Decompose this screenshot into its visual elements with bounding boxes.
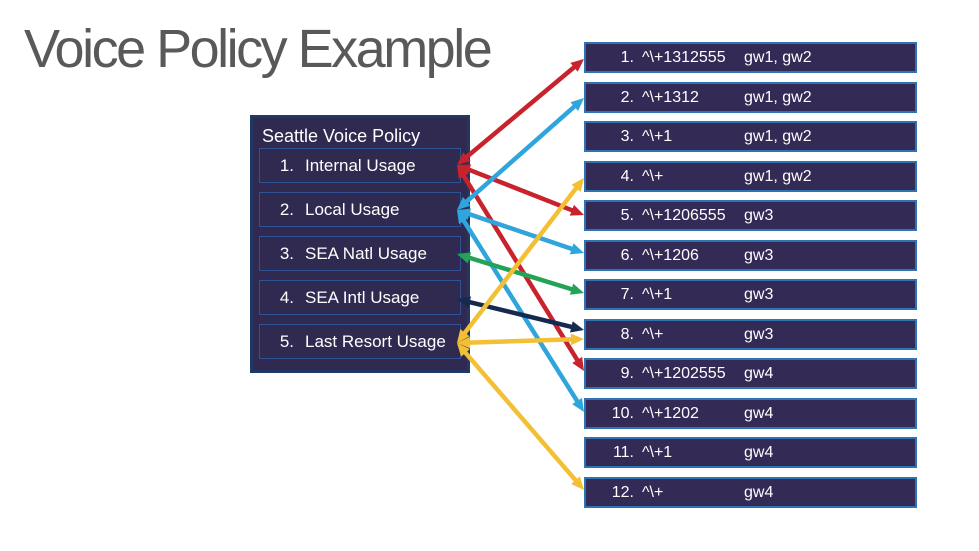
route-gateways: gw3 <box>744 246 774 264</box>
route-pattern: ^\+ <box>642 325 664 343</box>
route-gateways: gw4 <box>744 483 774 501</box>
route-number: 3. <box>620 127 634 145</box>
policy-item-number: 4. <box>279 287 294 307</box>
policy-item-label: SEA Natl Usage <box>305 243 427 263</box>
policy-item-list: 1. Internal Usage 2. Local Usage 3. SEA Natl … <box>259 148 461 359</box>
route-gateways: gw3 <box>744 325 774 343</box>
route-row: 4. ^\+ gw1, gw2 <box>584 161 917 192</box>
policy-item: 5. Last Resort Usage <box>259 324 461 359</box>
route-pattern: ^\+ <box>642 483 664 501</box>
route-row: 11. ^\+1 gw4 <box>584 437 917 468</box>
route-gateways: gw1, gw2 <box>744 48 812 66</box>
route-gateways: gw1, gw2 <box>744 127 812 145</box>
route-row: 8. ^\+ gw3 <box>584 319 917 350</box>
route-pattern: ^\+1 <box>642 127 673 145</box>
policy-item: 2. Local Usage <box>259 192 461 227</box>
policy-item: 4. SEA Intl Usage <box>259 280 461 315</box>
route-pattern: ^\+1 <box>642 285 673 303</box>
policy-item: 3. SEA Natl Usage <box>259 236 461 271</box>
route-row: 1. ^\+1312555 gw1, gw2 <box>584 42 917 73</box>
route-number: 12. <box>611 483 634 501</box>
route-number: 6. <box>620 246 634 264</box>
route-pattern: ^\+1312 <box>642 88 699 106</box>
route-pattern: ^\+1 <box>642 443 673 461</box>
route-row: 9. ^\+1202555 gw4 <box>584 358 917 389</box>
route-row: 5. ^\+1206555 gw3 <box>584 200 917 231</box>
route-gateways: gw1, gw2 <box>744 167 812 185</box>
policy-item-label: SEA Intl Usage <box>305 287 420 307</box>
route-row: 7. ^\+1 gw3 <box>584 279 917 310</box>
policy-item-number: 1. <box>279 155 294 175</box>
policy-item-label: Local Usage <box>305 199 400 219</box>
route-gateways: gw4 <box>744 443 774 461</box>
route-pattern: ^\+1312555 <box>642 48 726 66</box>
policy-item-label: Internal Usage <box>305 155 416 175</box>
route-gateways: gw3 <box>744 206 774 224</box>
route-number: 11. <box>612 443 634 461</box>
route-row: 10. ^\+1202 gw4 <box>584 398 917 429</box>
route-gateways: gw4 <box>744 364 774 382</box>
voice-policy-title: Seattle Voice Policy <box>262 126 421 146</box>
policy-item-number: 2. <box>279 199 294 219</box>
policy-item: 1. Internal Usage <box>259 148 461 183</box>
route-pattern: ^\+ <box>642 167 664 185</box>
route-pattern: ^\+1202 <box>642 404 699 422</box>
route-row: 3. ^\+1 gw1, gw2 <box>584 121 917 152</box>
voice-policy-box: Seattle Voice Policy 1. Internal Usage 2. L… <box>250 115 470 373</box>
route-number: 8. <box>620 325 634 343</box>
route-pattern: ^\+1206555 <box>642 206 726 224</box>
route-row: 6. ^\+1206 gw3 <box>584 240 917 271</box>
route-number: 4. <box>620 167 634 185</box>
route-gateways: gw1, gw2 <box>744 88 812 106</box>
policy-item-number: 5. <box>279 331 294 351</box>
route-row: 2. ^\+1312 gw1, gw2 <box>584 82 917 113</box>
route-gateways: gw4 <box>744 404 774 422</box>
route-row: 12. ^\+ gw4 <box>584 477 917 508</box>
policy-item-label: Last Resort Usage <box>305 331 446 351</box>
slide-title: Voice Policy Example <box>24 19 493 79</box>
route-number: 1. <box>620 48 634 66</box>
route-number: 2. <box>620 88 634 106</box>
route-pattern: ^\+1206 <box>642 246 699 264</box>
route-number: 9. <box>620 364 634 382</box>
route-number: 7. <box>620 285 634 303</box>
route-pattern: ^\+1202555 <box>642 364 726 382</box>
policy-item-number: 3. <box>279 243 294 263</box>
route-number: 5. <box>620 206 634 224</box>
route-gateways: gw3 <box>744 285 774 303</box>
route-number: 10. <box>611 404 634 422</box>
